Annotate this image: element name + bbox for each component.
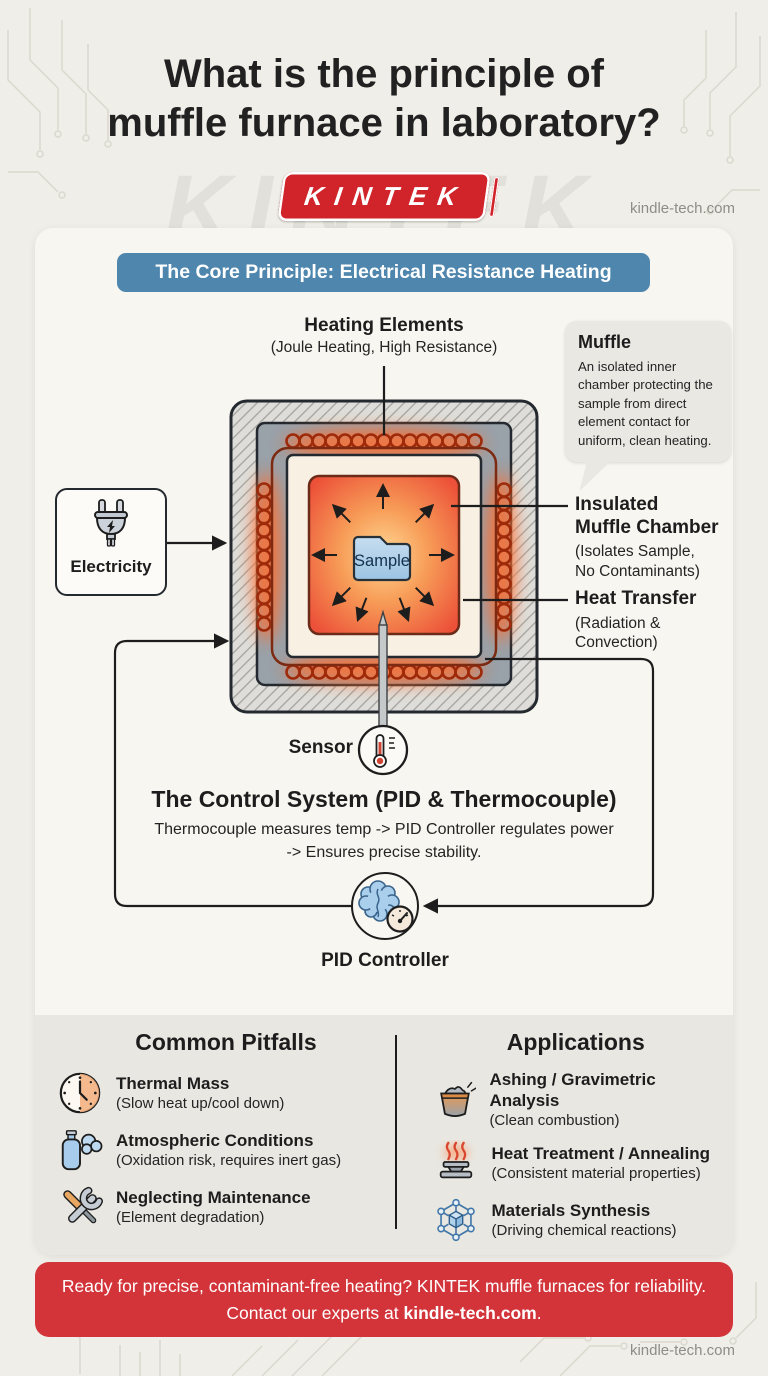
cta-site-link[interactable]: kindle-tech.com <box>403 1303 537 1323</box>
application-subtitle: (Driving chemical reactions) <box>491 1222 677 1239</box>
heat-transfer-label: Heat Transfer (Radiation & Convection) <box>575 588 733 653</box>
cta-line1: Ready for precise, contaminant-free heat… <box>61 1276 707 1296</box>
tools-icon <box>63 1186 103 1224</box>
furnace-schematic: Sample <box>113 366 655 940</box>
cta-line2-suffix: . <box>536 1303 542 1323</box>
heating-coil-right <box>496 482 512 632</box>
heating-elements-subtitle: (Joule Heating, High Resistance) <box>270 339 498 356</box>
pitfall-row-maintenance: Neglecting Maintenance (Element degradat… <box>57 1183 395 1231</box>
pitfall-subtitle: (Oxidation risk, requires inert gas) <box>116 1152 342 1169</box>
cta-line2: Contact our experts at kindle-tech.com. <box>35 1301 733 1325</box>
sample-label: Sample <box>354 552 410 570</box>
page-title-line2: muffle furnace in laboratory? <box>107 101 661 145</box>
pitfall-title: Thermal Mass <box>116 1074 230 1093</box>
application-title: Ashing / Gravimetric Analysis <box>489 1070 656 1110</box>
page-title-line1: What is the principle of <box>163 52 605 96</box>
cta-line2-prefix: Contact our experts at <box>226 1303 404 1323</box>
heat-transfer-title: Heat Transfer <box>575 588 697 609</box>
application-row-heat-treatment: Heat Treatment / Annealing (Consistent m… <box>433 1139 720 1187</box>
control-desc-line1: Thermocouple measures temp -> PID Contro… <box>154 821 614 838</box>
muffle-callout-title: Muffle <box>578 332 631 352</box>
heat-transfer-sub-2: Convection) <box>575 634 658 651</box>
insulated-title-1: Insulated <box>575 494 659 515</box>
pid-to-furnace-feedback-line <box>113 633 352 908</box>
gauge-icon <box>386 905 414 933</box>
brain-icon <box>358 880 400 922</box>
pid-controller-label: PID Controller <box>321 950 449 971</box>
applications-column: Applications Ashing / Gravimetric Analys… <box>397 1029 720 1255</box>
electricity-label: Electricity <box>70 557 152 576</box>
application-subtitle: (Consistent material properties) <box>491 1165 701 1182</box>
furnace-diagram: Sample <box>35 228 733 1015</box>
common-pitfalls-column: Common Pitfalls Thermal Mass (Slow heat … <box>49 1029 395 1255</box>
electricity-source-box: Electricity <box>55 488 167 596</box>
heating-coil-left <box>256 482 272 632</box>
heat-treatment-icon <box>439 1141 472 1179</box>
sensor-label: Sensor <box>288 737 353 758</box>
heat-radiation-arrows <box>311 483 455 622</box>
clock-icon <box>59 1072 101 1114</box>
insulated-title-2: Muffle Chamber <box>575 516 719 538</box>
application-title: Materials Synthesis <box>491 1201 651 1220</box>
pitfall-subtitle: (Slow heat up/cool down) <box>116 1095 285 1112</box>
pitfall-row-atmospheric: Atmospheric Conditions (Oxidation risk, … <box>57 1126 395 1174</box>
control-desc-line2: -> Ensures precise stability. <box>286 844 482 861</box>
insulated-sub-2: No Contaminants) <box>575 562 700 580</box>
application-row-ashing: Ashing / Gravimetric Analysis (Clean com… <box>433 1069 720 1130</box>
connector-lines <box>113 366 655 914</box>
application-subtitle: (Clean combustion) <box>489 1112 620 1129</box>
pitfall-title: Neglecting Maintenance <box>116 1188 311 1207</box>
column-divider <box>395 1035 397 1229</box>
heating-elements-label: Heating Elements (Joule Heating, High Re… <box>184 314 584 358</box>
pitfall-subtitle: (Element degradation) <box>116 1209 265 1226</box>
power-plug-icon <box>94 499 128 547</box>
crucible-icon <box>439 1081 477 1117</box>
molecule-icon <box>436 1198 475 1242</box>
page-title: What is the principle of muffle furnace … <box>0 50 768 148</box>
muffle-callout: Muffle An isolated inner chamber protect… <box>565 321 731 492</box>
kintek-logo-text: KINTEK <box>302 181 470 211</box>
heating-elements-title: Heating Elements <box>304 315 464 336</box>
control-system-description: Thermocouple measures temp -> PID Contro… <box>84 818 684 864</box>
kintek-logo: KINTEK <box>277 172 500 221</box>
sensor-node <box>357 724 409 776</box>
muffle-callout-body: An isolated inner chamber protecting the… <box>578 359 713 448</box>
pitfall-row-thermal-mass: Thermal Mass (Slow heat up/cool down) <box>57 1069 395 1117</box>
insulated-chamber-label: Insulated Muffle Chamber (Isolates Sampl… <box>575 494 733 581</box>
thermocouple-probe <box>378 609 388 728</box>
site-link-bottom[interactable]: kindle-tech.com <box>629 1342 735 1359</box>
site-link-top[interactable]: kindle-tech.com <box>629 200 735 217</box>
furnace-to-pid-feedback-line <box>422 657 655 914</box>
cta-banner: Ready for precise, contaminant-free heat… <box>35 1262 733 1337</box>
insulated-sub-1: (Isolates Sample, <box>575 543 695 560</box>
gas-cylinder-icon <box>61 1130 103 1171</box>
application-row-synthesis: Materials Synthesis (Driving chemical re… <box>433 1196 720 1244</box>
thermometer-icon <box>373 734 395 768</box>
application-title: Heat Treatment / Annealing <box>491 1144 711 1163</box>
sample-box: Sample <box>352 535 412 582</box>
heat-transfer-sub-1: (Radiation & <box>575 614 661 632</box>
pid-controller-node <box>351 872 419 940</box>
applications-heading: Applications <box>506 1029 645 1055</box>
infographic-card: The Core Principle: Electrical Resistanc… <box>35 228 733 1255</box>
pitfall-title: Atmospheric Conditions <box>116 1131 314 1150</box>
common-pitfalls-heading: Common Pitfalls <box>135 1029 317 1055</box>
control-system-title: The Control System (PID & Thermocouple) <box>151 786 617 812</box>
pitfalls-applications-panel: Common Pitfalls Thermal Mass (Slow heat … <box>35 1015 733 1255</box>
core-principle-banner: The Core Principle: Electrical Resistanc… <box>117 253 650 292</box>
